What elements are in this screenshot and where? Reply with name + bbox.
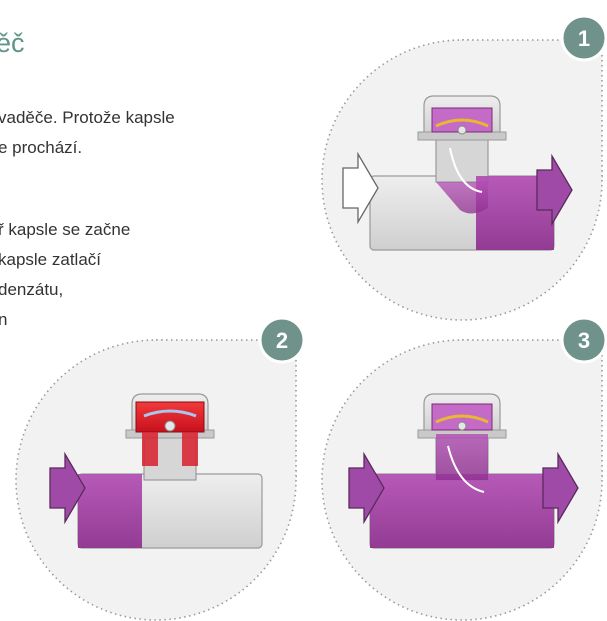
valve-step-2	[77, 393, 263, 549]
step-2-panel: 2	[15, 316, 306, 621]
paragraph-line: denzátu,	[0, 280, 64, 299]
step-number: 3	[578, 328, 590, 353]
inlet-arrow	[348, 451, 385, 525]
step-number: 2	[276, 328, 288, 353]
paragraph-intro: vaděče. Protože kapsle e prochází.	[0, 103, 175, 163]
step-number: 1	[578, 26, 590, 51]
step-badge-2	[258, 316, 306, 364]
step-3-panel: 3	[321, 316, 607, 621]
section-title: ěč	[0, 28, 25, 58]
step-badge-3	[560, 316, 607, 364]
valve-step-3	[369, 393, 555, 549]
paragraph-line: vaděče. Protože kapsle	[0, 108, 175, 127]
paragraph-line: kapsle zatlačí	[0, 250, 101, 269]
step-1-panel: 1	[321, 14, 607, 321]
paragraph-line: e prochází.	[0, 138, 83, 157]
outlet-arrow	[542, 451, 579, 525]
step-badge-1	[560, 14, 607, 62]
paragraph-operation: ř kapsle se začne kapsle zatlačí denzátu…	[0, 215, 130, 335]
inlet-arrow	[49, 451, 86, 525]
paragraph-line: ř kapsle se začne	[0, 220, 131, 239]
inlet-arrow-outline	[342, 151, 379, 225]
paragraph-line: n	[0, 310, 8, 329]
outlet-arrow	[536, 153, 573, 227]
